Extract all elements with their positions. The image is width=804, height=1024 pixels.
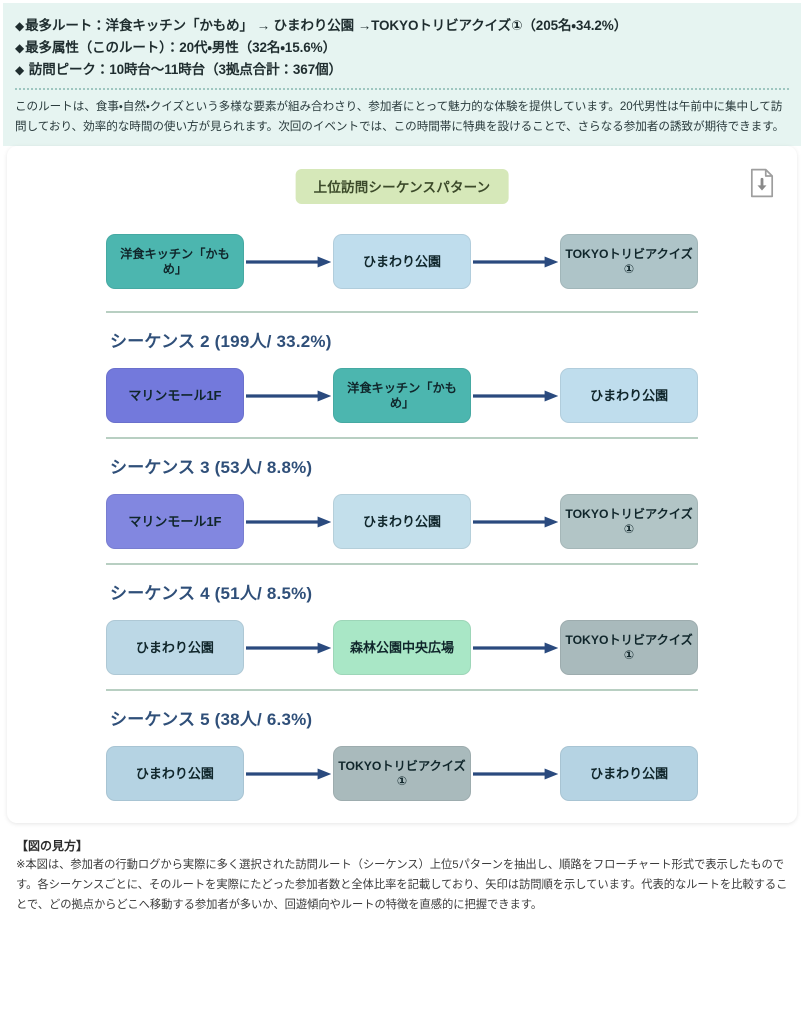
sequence-block: シーケンス 3 (53人/ 8.8%) マリンモール1F ひまわり公園 TOKYOトリ… xyxy=(7,437,797,563)
sequence-flow-row: マリンモール1F ひまわり公園 TOKYOトリビアクイズ① xyxy=(106,484,698,563)
sequence-node[interactable]: TOKYOトリビアクイズ① xyxy=(560,234,698,290)
summary-paragraph: このルートは、食事・自然・クイズという多様な要素が組み合わさり、参加者にとって魅… xyxy=(15,99,785,133)
sequence-node[interactable]: ひまわり公園 xyxy=(106,746,244,802)
sequence-flow-row: ひまわり公園 森林公園中央広場 TOKYOトリビアクイズ① xyxy=(106,610,698,689)
chart-title-row: 上位訪問シーケンスパターン xyxy=(7,162,797,208)
summary-bullet-3: ◆ 訪問ピーク：10時台〜11時台（3拠点合計：367個） xyxy=(15,59,789,81)
flow-arrow-icon xyxy=(245,516,332,528)
figure-legend-title: 【図の見方】 xyxy=(16,839,89,854)
flow-arrow-icon xyxy=(245,390,332,402)
flow-arrow-icon xyxy=(472,516,559,528)
sequence-divider xyxy=(106,437,698,440)
flow-arrow-icon xyxy=(472,768,559,780)
sequence-node[interactable]: ひまわり公園 xyxy=(106,620,244,676)
sequence-block: シーケンス 2 (199人/ 33.2%) マリンモール1F 洋食キッチン「かもめ」… xyxy=(7,311,797,437)
flow-arrow-icon xyxy=(245,256,332,268)
sequence-node[interactable]: 洋食キッチン「かもめ」 xyxy=(106,234,244,290)
sequence-flow-row: ひまわり公園 TOKYOトリビアクイズ① ひまわり公園 xyxy=(106,736,698,815)
sequence-node[interactable]: TOKYOトリビアクイズ① xyxy=(560,620,698,676)
sequence-block: 洋食キッチン「かもめ」 ひまわり公園 TOKYOトリビアクイズ① xyxy=(7,208,797,311)
chart-title-badge: 上位訪問シーケンスパターン xyxy=(295,169,509,205)
sequence-node[interactable]: ひまわり公園 xyxy=(333,494,471,550)
summary-divider xyxy=(15,87,789,90)
summary-bullet-2: ◆最多属性（このルート）：20代・男性（32名・15.6%） xyxy=(15,37,789,59)
sequence-node[interactable]: マリンモール1F xyxy=(106,494,244,550)
summary-bullet-1-text: 最多ルート：洋食キッチン「かもめ」 → ひまわり公園 →TOKYOトリビアクイズ… xyxy=(25,18,628,33)
sequence-heading: シーケンス 5 (38人/ 6.3%) xyxy=(110,710,313,730)
diamond-bullet-icon: ◆ xyxy=(15,62,25,77)
figure-legend-body: ※本図は、参加者の行動ログから実際に多く選択された訪問ルート（シーケンス）上位5… xyxy=(16,859,788,911)
summary-bullet-1: ◆最多ルート：洋食キッチン「かもめ」 → ひまわり公園 →TOKYOトリビアクイ… xyxy=(15,15,789,37)
sequence-node[interactable]: ひまわり公園 xyxy=(560,368,698,424)
flow-arrow-icon xyxy=(472,256,559,268)
sequence-node[interactable]: マリンモール1F xyxy=(106,368,244,424)
flow-arrow-icon xyxy=(472,390,559,402)
sequence-heading: シーケンス 3 (53人/ 8.8%) xyxy=(110,458,313,478)
figure-legend: 【図の見方】 ※本図は、参加者の行動ログから実際に多く選択された訪問ルート（シー… xyxy=(0,823,804,925)
sequence-flow-row: マリンモール1F 洋食キッチン「かもめ」 ひまわり公園 xyxy=(106,358,698,437)
sequence-node[interactable]: ひまわり公園 xyxy=(560,746,698,802)
sequence-heading: シーケンス 4 (51人/ 8.5%) xyxy=(110,584,313,604)
summary-bullet-2-text: 最多属性（このルート）：20代・男性（32名・15.6%） xyxy=(25,39,336,55)
sequence-block: シーケンス 4 (51人/ 8.5%) ひまわり公園 森林公園中央広場 TOKYOトリ… xyxy=(7,563,797,689)
sequence-flow-row: 洋食キッチン「かもめ」 ひまわり公園 TOKYOトリビアクイズ① xyxy=(106,208,698,311)
sequence-divider xyxy=(106,311,698,314)
flow-arrow-icon xyxy=(472,642,559,654)
sequence-node[interactable]: ひまわり公園 xyxy=(333,234,471,290)
download-file-icon[interactable] xyxy=(749,168,775,198)
sequence-node[interactable]: 洋食キッチン「かもめ」 xyxy=(333,368,471,424)
sequence-node[interactable]: 森林公園中央広場 xyxy=(333,620,471,676)
sequence-divider xyxy=(106,563,698,566)
flow-arrow-icon xyxy=(245,768,332,780)
summary-banner: ◆最多ルート：洋食キッチン「かもめ」 → ひまわり公園 →TOKYOトリビアクイ… xyxy=(0,0,804,147)
sequence-divider xyxy=(106,689,698,692)
sequence-node[interactable]: TOKYOトリビアクイズ① xyxy=(333,746,471,802)
diamond-bullet-icon: ◆ xyxy=(15,40,25,55)
flow-arrow-icon xyxy=(245,642,332,654)
summary-bullet-3-text: 訪問ピーク：10時台〜11時台（3拠点合計：367個） xyxy=(25,61,342,77)
diamond-bullet-icon: ◆ xyxy=(15,19,25,33)
sequence-node[interactable]: TOKYOトリビアクイズ① xyxy=(560,494,698,550)
sequence-heading: シーケンス 2 (199人/ 33.2%) xyxy=(110,332,332,352)
